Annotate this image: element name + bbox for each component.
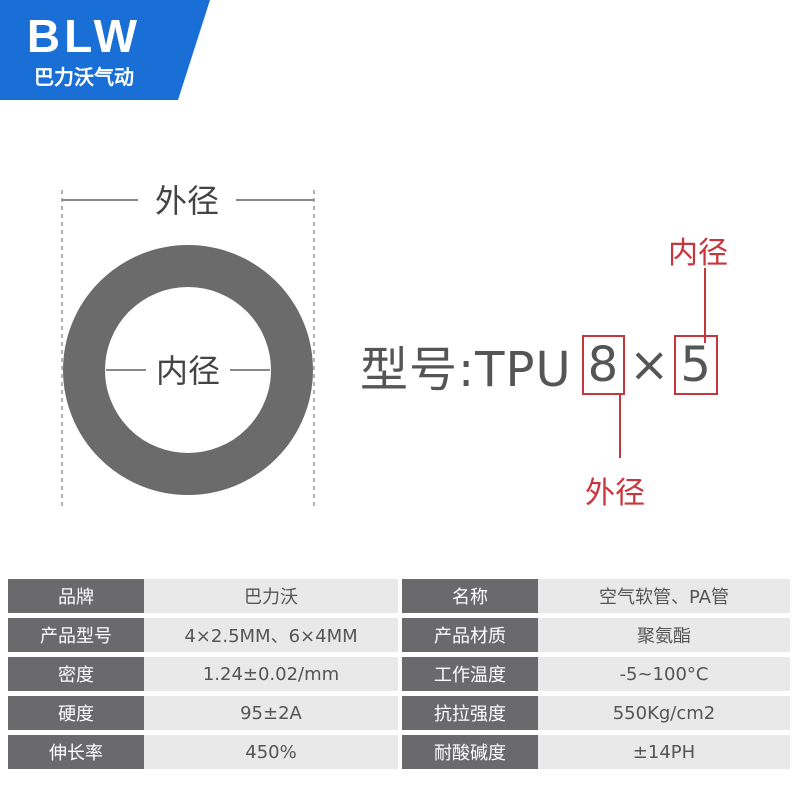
spec-key: 硬度	[8, 696, 144, 730]
tube-ring	[63, 245, 313, 495]
spec-value: 450%	[144, 735, 398, 769]
spec-key: 工作温度	[402, 657, 538, 691]
table-row: 名称空气软管、PA管	[402, 579, 790, 613]
table-row: 品牌巴力沃	[8, 579, 398, 613]
inner-diameter-label: 内径	[156, 352, 220, 390]
logo-text: BLW	[27, 10, 141, 62]
spec-key: 抗拉强度	[402, 696, 538, 730]
spec-key: 伸长率	[8, 735, 144, 769]
spec-value: -5~100°C	[538, 657, 790, 691]
model-outer-value: 8	[581, 335, 626, 395]
inner-callout-label: 内径	[668, 236, 728, 271]
table-row: 工作温度-5~100°C	[402, 657, 790, 691]
spec-key: 产品材质	[402, 618, 538, 652]
spec-key: 产品型号	[8, 618, 144, 652]
model-prefix: 型号:TPU	[360, 342, 572, 398]
outer-callout-label: 外径	[585, 476, 645, 511]
spec-value: 1.24±0.02/mm	[144, 657, 398, 691]
logo-subtitle: 巴力沃气动	[34, 65, 134, 89]
model-designation: 型号:TPU 8 × 5	[360, 330, 718, 400]
spec-value: ±14PH	[538, 735, 790, 769]
brand-logo: BLW 巴力沃气动	[0, 0, 210, 100]
outer-diameter-label: 外径	[155, 182, 219, 220]
spec-key: 密度	[8, 657, 144, 691]
spec-value: 空气软管、PA管	[538, 579, 790, 613]
model-times: ×	[629, 337, 671, 393]
model-inner-value: 5	[674, 335, 718, 395]
spec-key: 品牌	[8, 579, 144, 613]
spec-value: 巴力沃	[144, 579, 398, 613]
spec-value: 4×2.5MM、6×4MM	[144, 618, 398, 652]
spec-value: 95±2A	[144, 696, 398, 730]
table-row: 产品材质聚氨酯	[402, 618, 790, 652]
spec-value: 聚氨酯	[538, 618, 790, 652]
spec-key: 名称	[402, 579, 538, 613]
spec-value: 550Kg/cm2	[538, 696, 790, 730]
tube-diagram: 外径 内径	[0, 150, 800, 530]
table-row: 耐酸碱度±14PH	[402, 735, 790, 769]
spec-key: 耐酸碱度	[402, 735, 538, 769]
